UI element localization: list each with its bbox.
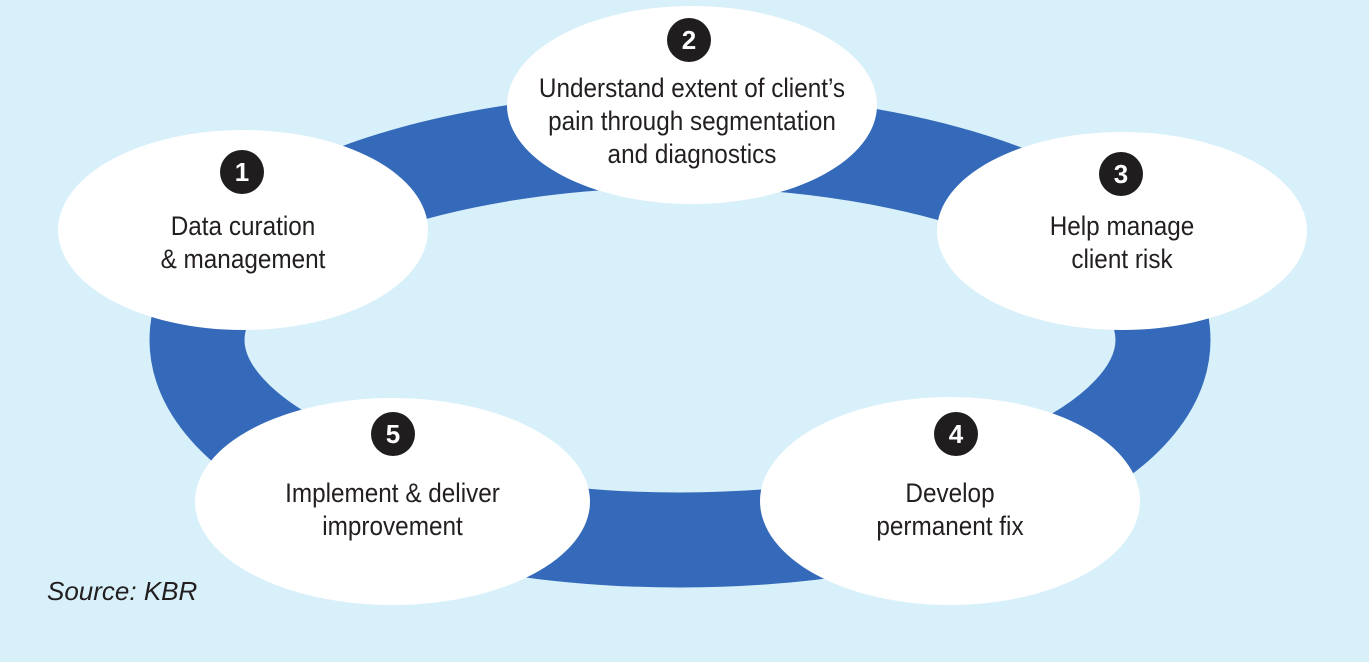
step-2-label: Understand extent of client’s pain throu… [538, 73, 846, 169]
step-3-node: 3 Help manage client risk [937, 132, 1307, 330]
step-1-label: Data curation & management [160, 211, 326, 274]
step-3-badge: 3 [1099, 152, 1143, 196]
step-1-node: 1 Data curation & management [58, 130, 428, 330]
step-2-node: 2 Understand extent of client’s pain thr… [507, 6, 877, 204]
source-note: Source: KBR [47, 576, 198, 606]
step-4-label: Develop permanent fix [876, 478, 1024, 541]
step-5-badge: 5 [371, 412, 415, 456]
step-1-badge: 1 [220, 150, 264, 194]
step-3-label: Help manage client risk [1049, 211, 1195, 274]
step-4-badge: 4 [934, 412, 978, 456]
step-4-node: 4 Develop permanent fix [760, 397, 1140, 605]
step-5-label: Implement & deliver improvement [285, 478, 500, 541]
step-5-node: 5 Implement & deliver improvement [195, 398, 590, 605]
step-2-badge: 2 [667, 18, 711, 62]
